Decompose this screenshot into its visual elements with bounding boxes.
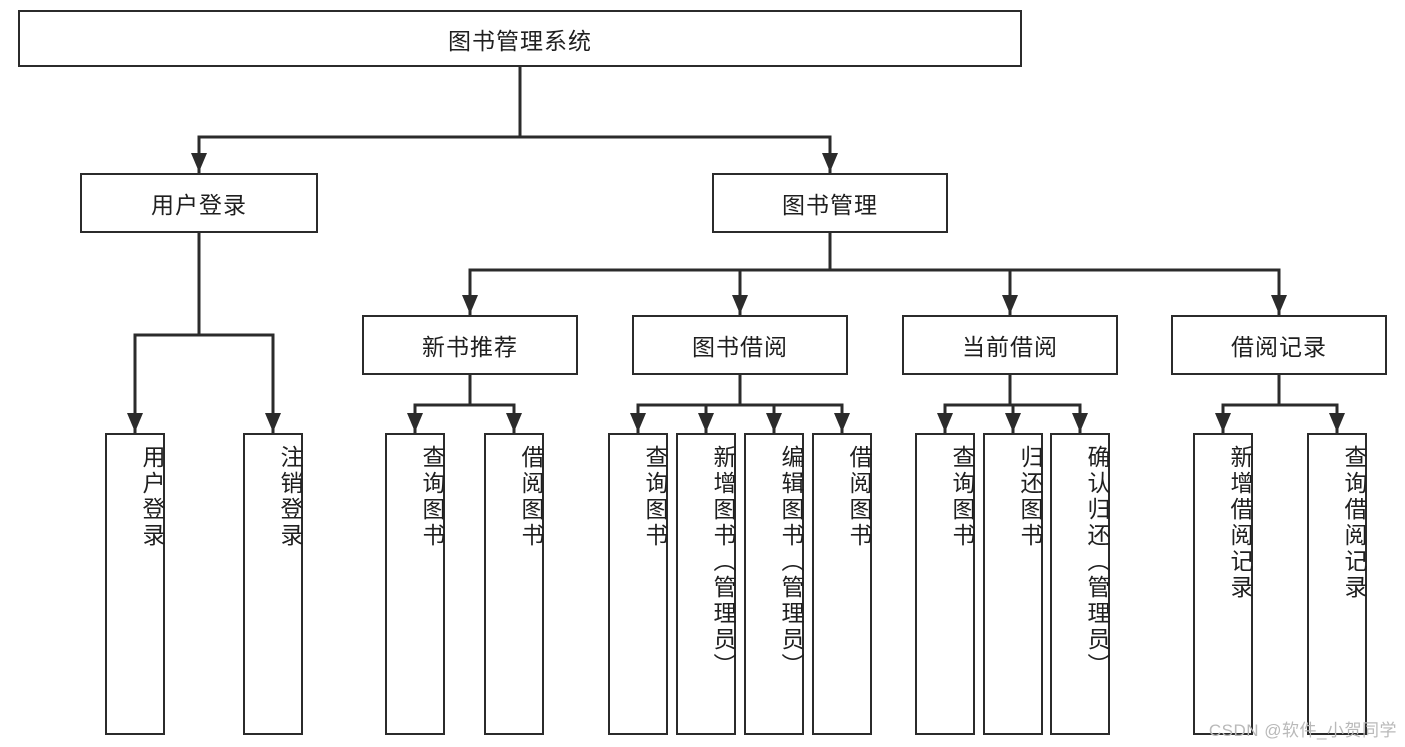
arrowhead-record-0 (1215, 413, 1231, 432)
node-label-leaf-bw-query: 查询图书 (642, 445, 668, 549)
node-label-leaf-cb-query: 查询图书 (949, 445, 975, 549)
node-label-leaf-nb-borrow: 借阅图书 (518, 445, 544, 549)
node-label-bookmgmt: 图书管理 (782, 192, 878, 218)
node-label-leaf-cb-return: 归还图书 (1017, 445, 1043, 549)
node-label-record: 借阅记录 (1231, 334, 1327, 360)
arrowhead-current-1 (1005, 413, 1021, 432)
node-leaf-bw-edit: 编辑图书（管理员） (744, 433, 804, 735)
node-label-leaf-bw-edit: 编辑图书（管理员） (778, 445, 804, 679)
arrowhead-login-0 (127, 413, 143, 432)
arrowhead-root-1 (822, 153, 838, 172)
node-leaf-user-login: 用户登录 (105, 433, 165, 735)
node-leaf-nb-borrow: 借阅图书 (484, 433, 544, 735)
node-label-leaf-nb-query: 查询图书 (419, 445, 445, 549)
arrowhead-borrow-3 (834, 413, 850, 432)
node-label-leaf-rc-query: 查询借阅记录 (1341, 445, 1367, 601)
arrowhead-login-1 (265, 413, 281, 432)
node-label-root: 图书管理系统 (448, 27, 592, 54)
arrowhead-borrow-1 (698, 413, 714, 432)
arrowhead-newbook-1 (506, 413, 522, 432)
node-label-leaf-cb-confirm: 确认归还（管理员） (1084, 445, 1110, 679)
arrowhead-bookmgmt-1 (732, 295, 748, 314)
arrowhead-borrow-2 (766, 413, 782, 432)
arrowhead-bookmgmt-2 (1002, 295, 1018, 314)
node-leaf-nb-query: 查询图书 (385, 433, 445, 735)
csdn-watermark: CSDN @软件_小贺同学 (1208, 721, 1397, 740)
node-newbook: 新书推荐 (362, 315, 578, 375)
node-root: 图书管理系统 (18, 10, 1022, 67)
node-leaf-bw-borrow: 借阅图书 (812, 433, 872, 735)
node-label-leaf-bw-add: 新增图书（管理员） (710, 445, 736, 679)
arrowhead-current-2 (1072, 413, 1088, 432)
node-leaf-bw-add: 新增图书（管理员） (676, 433, 736, 735)
node-leaf-rc-query: 查询借阅记录 (1307, 433, 1367, 735)
arrowhead-current-0 (937, 413, 953, 432)
arrowhead-bookmgmt-0 (462, 295, 478, 314)
node-label-newbook: 新书推荐 (422, 334, 518, 360)
node-record: 借阅记录 (1171, 315, 1387, 375)
node-label-login: 用户登录 (151, 192, 247, 218)
node-leaf-bw-query: 查询图书 (608, 433, 668, 735)
node-leaf-cb-return: 归还图书 (983, 433, 1043, 735)
node-leaf-user-logout: 注销登录 (243, 433, 303, 735)
node-leaf-rc-add: 新增借阅记录 (1193, 433, 1253, 735)
node-label-leaf-user-login: 用户登录 (139, 445, 165, 549)
node-label-borrow: 图书借阅 (692, 334, 788, 360)
arrowhead-newbook-0 (407, 413, 423, 432)
node-login: 用户登录 (80, 173, 318, 233)
arrowhead-bookmgmt-3 (1271, 295, 1287, 314)
node-borrow: 图书借阅 (632, 315, 848, 375)
arrowhead-root-0 (191, 153, 207, 172)
arrowhead-record-1 (1329, 413, 1345, 432)
arrowhead-borrow-0 (630, 413, 646, 432)
node-label-leaf-user-logout: 注销登录 (277, 445, 303, 549)
node-current: 当前借阅 (902, 315, 1118, 375)
node-leaf-cb-confirm: 确认归还（管理员） (1050, 433, 1110, 735)
node-label-leaf-bw-borrow: 借阅图书 (846, 445, 872, 549)
node-label-current: 当前借阅 (962, 334, 1058, 360)
node-label-leaf-rc-add: 新增借阅记录 (1227, 445, 1253, 601)
node-leaf-cb-query: 查询图书 (915, 433, 975, 735)
node-bookmgmt: 图书管理 (712, 173, 948, 233)
